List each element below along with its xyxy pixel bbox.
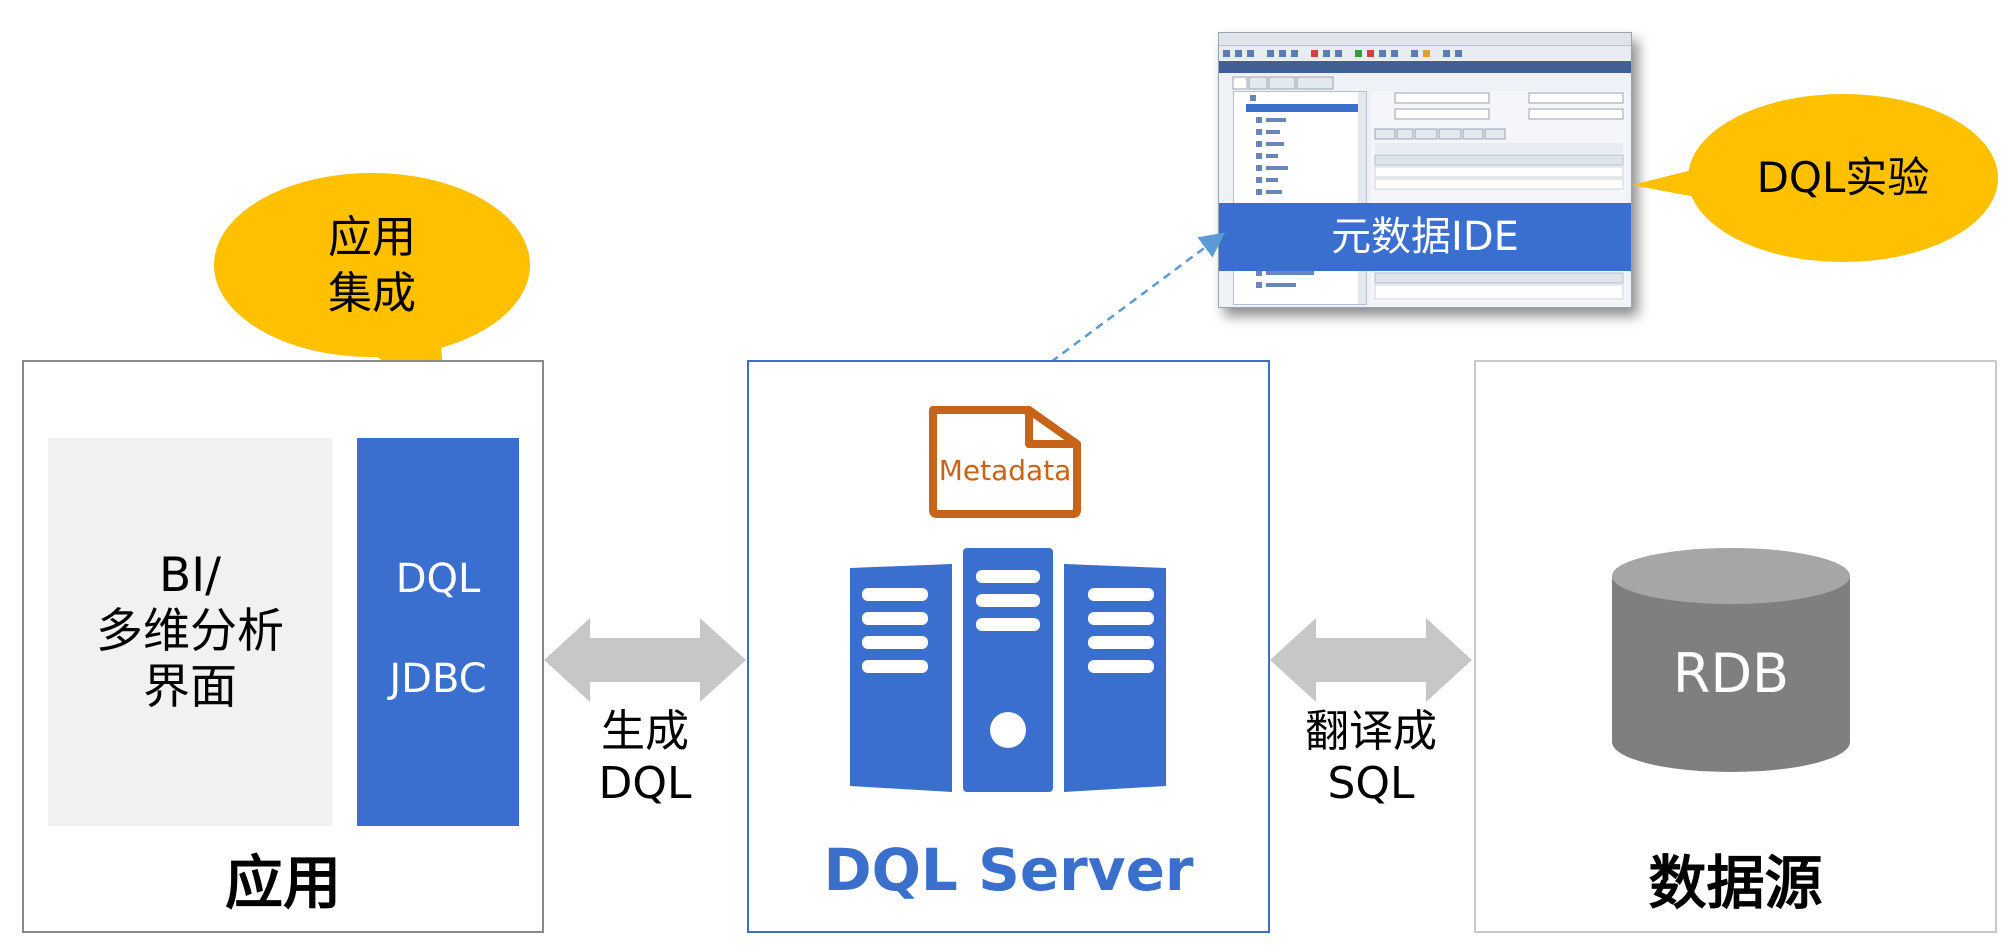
rdb-label: RDB	[1672, 642, 1790, 705]
dql-lab-bubble-text: DQL实验	[1756, 153, 1930, 202]
application-title: 应用	[224, 849, 341, 917]
ide-toolbar	[1219, 46, 1631, 60]
bi-interface-box: BI/ 多维分析 界面	[48, 438, 332, 826]
server-rack-icon	[850, 548, 1166, 792]
bi-interface-label: BI/ 多维分析 界面	[96, 548, 284, 715]
ide-title-strip	[1219, 61, 1631, 73]
database-cylinder-icon	[1612, 548, 1850, 772]
document-icon	[929, 406, 1081, 518]
data-source-title: 数据源	[1648, 849, 1823, 917]
app-integration-bubble-text: 应用 集成	[328, 212, 416, 319]
dql-label: DQL	[395, 556, 481, 602]
translate-sql-label: 翻译成 SQL	[1305, 706, 1437, 809]
jdbc-label: JDBC	[389, 656, 487, 702]
generate-dql-label: 生成 DQL	[598, 706, 692, 809]
ide-banner: 元数据IDE	[1219, 203, 1631, 271]
dql-server-title: DQL Server	[823, 836, 1194, 904]
ide-tabs	[1219, 75, 1631, 90]
ide-menu-bar	[1219, 33, 1631, 46]
metadata-ide-screenshot: 元数据IDE	[1218, 32, 1632, 308]
metadata-label: Metadata	[938, 454, 1072, 487]
ide-toolbar-icons	[1223, 50, 1462, 57]
dql-lab-bubble	[1632, 94, 1998, 262]
translate-sql-arrow	[1270, 618, 1472, 702]
dql-jdbc-box: DQL JDBC	[357, 438, 519, 826]
generate-dql-arrow	[544, 618, 746, 702]
